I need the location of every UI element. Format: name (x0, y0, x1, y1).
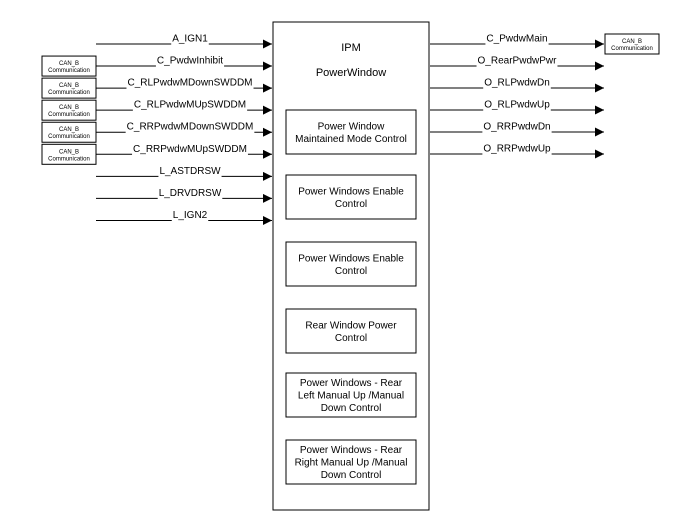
output-label-2: O_RLPwdwDn (484, 78, 550, 89)
input-can-4-line1: CAN_B (59, 127, 79, 133)
output-label-5: O_RRPwdwUp (483, 144, 551, 155)
output-label-bg-2 (483, 81, 551, 93)
input-label-bg-4 (125, 125, 255, 138)
input-label-5: C_RRPwdwMUpSWDDM (133, 144, 247, 155)
input-label-bg-6 (158, 169, 222, 182)
function-block-4 (285, 372, 417, 418)
input-can-5-box (41, 143, 97, 165)
function-block-3-line-0: Rear Window Power (305, 320, 397, 331)
function-block-5-line-2: Down Control (321, 470, 382, 481)
input-can-2-line2: Communication (48, 90, 90, 96)
output-signals: C_PwdwMain CAN_BCommunicationO_RearPwdwPw… (430, 33, 660, 159)
input-label-3: C_RLPwdwMUpSWDDM (134, 100, 246, 111)
input-can-5-line2: Communication (48, 156, 90, 162)
ipm-subtitle: PowerWindow (316, 67, 386, 79)
input-can-4-box (41, 121, 97, 143)
function-block-5 (285, 439, 417, 485)
input-can-4-line2: Communication (48, 134, 90, 140)
input-label-4: C_RRPwdwMDownSWDDM (127, 122, 254, 133)
input-can-2-box (41, 77, 97, 99)
function-block-1-line-1: Control (335, 199, 367, 210)
input-can-3-box (41, 99, 97, 121)
output-can-0-box (604, 33, 660, 55)
output-label-0: C_PwdwMain (486, 34, 547, 45)
input-can-1-line1: CAN_B (59, 61, 79, 67)
output-label-3: O_RLPwdwUp (484, 100, 550, 111)
output-label-1: O_RearPwdwPwr (478, 56, 558, 67)
input-can-3-line1: CAN_B (59, 105, 79, 111)
output-can-0-line2: Communication (611, 46, 653, 52)
function-block-3 (285, 308, 417, 354)
input-label-2: C_RLPwdwMDownSWDDM (127, 78, 252, 89)
function-block-1-line-0: Power Windows Enable (298, 186, 404, 197)
input-label-0: A_IGN1 (172, 34, 208, 45)
output-label-bg-5 (482, 147, 552, 159)
input-label-bg-0 (171, 37, 209, 49)
output-label-4: O_RRPwdwDn (483, 122, 550, 133)
function-block-2-line-0: Power Windows Enable (298, 253, 404, 264)
function-block-2-line-1: Control (335, 266, 367, 277)
output-label-bg-0 (485, 37, 549, 49)
input-label-bg-5 (132, 147, 248, 160)
input-signals: A_IGN1C_PwdwInhibitCAN_BCommunicationC_R… (41, 34, 272, 226)
input-label-bg-2 (126, 81, 254, 94)
input-label-bg-7 (157, 191, 223, 204)
function-block-3-line-1: Control (335, 333, 367, 344)
function-block-0-line-0: Power Window (318, 121, 385, 132)
function-block-4-line-0: Power Windows - Rear (300, 378, 403, 389)
function-block-4-line-2: Down Control (321, 403, 382, 414)
input-can-3-line2: Communication (48, 112, 90, 118)
output-label-bg-1 (476, 59, 558, 71)
input-label-6: L_ASTDRSW (159, 166, 221, 177)
input-can-5-line1: CAN_B (59, 149, 79, 155)
function-block-4-line-1: Left Manual Up /Manual (298, 391, 404, 402)
ipm-title: IPM (341, 42, 361, 54)
function-block-5-line-0: Power Windows - Rear (300, 445, 403, 456)
output-label-bg-4 (482, 125, 552, 137)
input-label-bg-8 (171, 213, 209, 226)
function-block-0 (285, 109, 417, 155)
input-label-bg-1 (155, 59, 225, 72)
input-can-1-line2: Communication (48, 68, 90, 74)
input-label-bg-3 (132, 103, 248, 116)
function-block-2 (285, 241, 417, 287)
input-label-8: L_IGN2 (173, 210, 208, 221)
input-can-2-line1: CAN_B (59, 83, 79, 89)
function-block-1 (285, 174, 417, 220)
input-can-1-box (41, 55, 97, 77)
output-label-bg-3 (483, 103, 551, 115)
input-label-1: C_PwdwInhibit (157, 56, 223, 67)
function-block-5-line-1: Right Manual Up /Manual (295, 458, 408, 469)
function-block-0-line-1: Maintained Mode Control (295, 134, 407, 145)
input-label-7: L_DRVDRSW (159, 188, 222, 199)
output-can-0-line1: CAN_B (622, 39, 642, 45)
